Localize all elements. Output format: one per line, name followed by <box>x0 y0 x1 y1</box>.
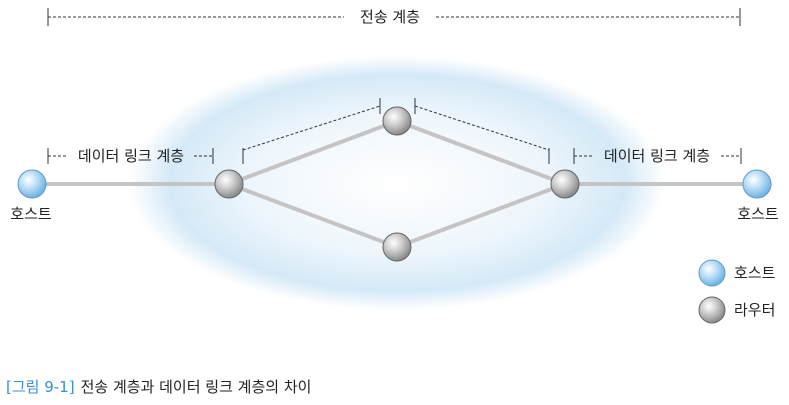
transport-layer-label: 전송 계층 <box>360 8 420 26</box>
transport-layer-span: 전송 계층 <box>47 8 741 26</box>
router-node-bottom <box>382 232 412 262</box>
legend: 호스트 라우터 <box>698 259 776 324</box>
figure-title: 전송 계층과 데이터 링크 계층의 차이 <box>80 378 312 396</box>
legend-host-icon <box>698 259 726 287</box>
figure-number: [그림 9-1] <box>6 378 75 396</box>
link-layer-span-left: 데이터 링크 계층 <box>47 147 214 165</box>
router-node-right <box>550 169 580 199</box>
host-node-right <box>742 169 772 199</box>
link-layer-label-right: 데이터 링크 계층 <box>604 147 710 165</box>
host-node-left <box>17 169 47 199</box>
host-label-right: 호스트 <box>737 205 779 223</box>
host-label-left: 호스트 <box>10 205 52 223</box>
router-node-left <box>214 169 244 199</box>
legend-router-label: 라우터 <box>734 301 775 319</box>
link-bracket-router-right <box>414 98 550 164</box>
legend-router-icon <box>698 296 726 324</box>
router-node-top <box>382 106 412 136</box>
network-links <box>30 119 759 249</box>
figure-caption: [그림 9-1] 전송 계층과 데이터 링크 계층의 차이 <box>6 376 311 397</box>
link-router-left-to-router-top <box>227 119 399 186</box>
network-cloud <box>129 56 665 310</box>
legend-host-label: 호스트 <box>734 264 776 282</box>
link-layer-span-right: 데이터 링크 계층 <box>573 147 742 165</box>
link-router-left-to-router-bottom <box>227 182 399 249</box>
link-bracket-router-left <box>242 98 381 164</box>
link-layer-label-left: 데이터 링크 계층 <box>78 147 184 165</box>
link-router-bottom-to-router-right <box>395 182 567 249</box>
link-router-top-to-router-right <box>395 119 567 186</box>
